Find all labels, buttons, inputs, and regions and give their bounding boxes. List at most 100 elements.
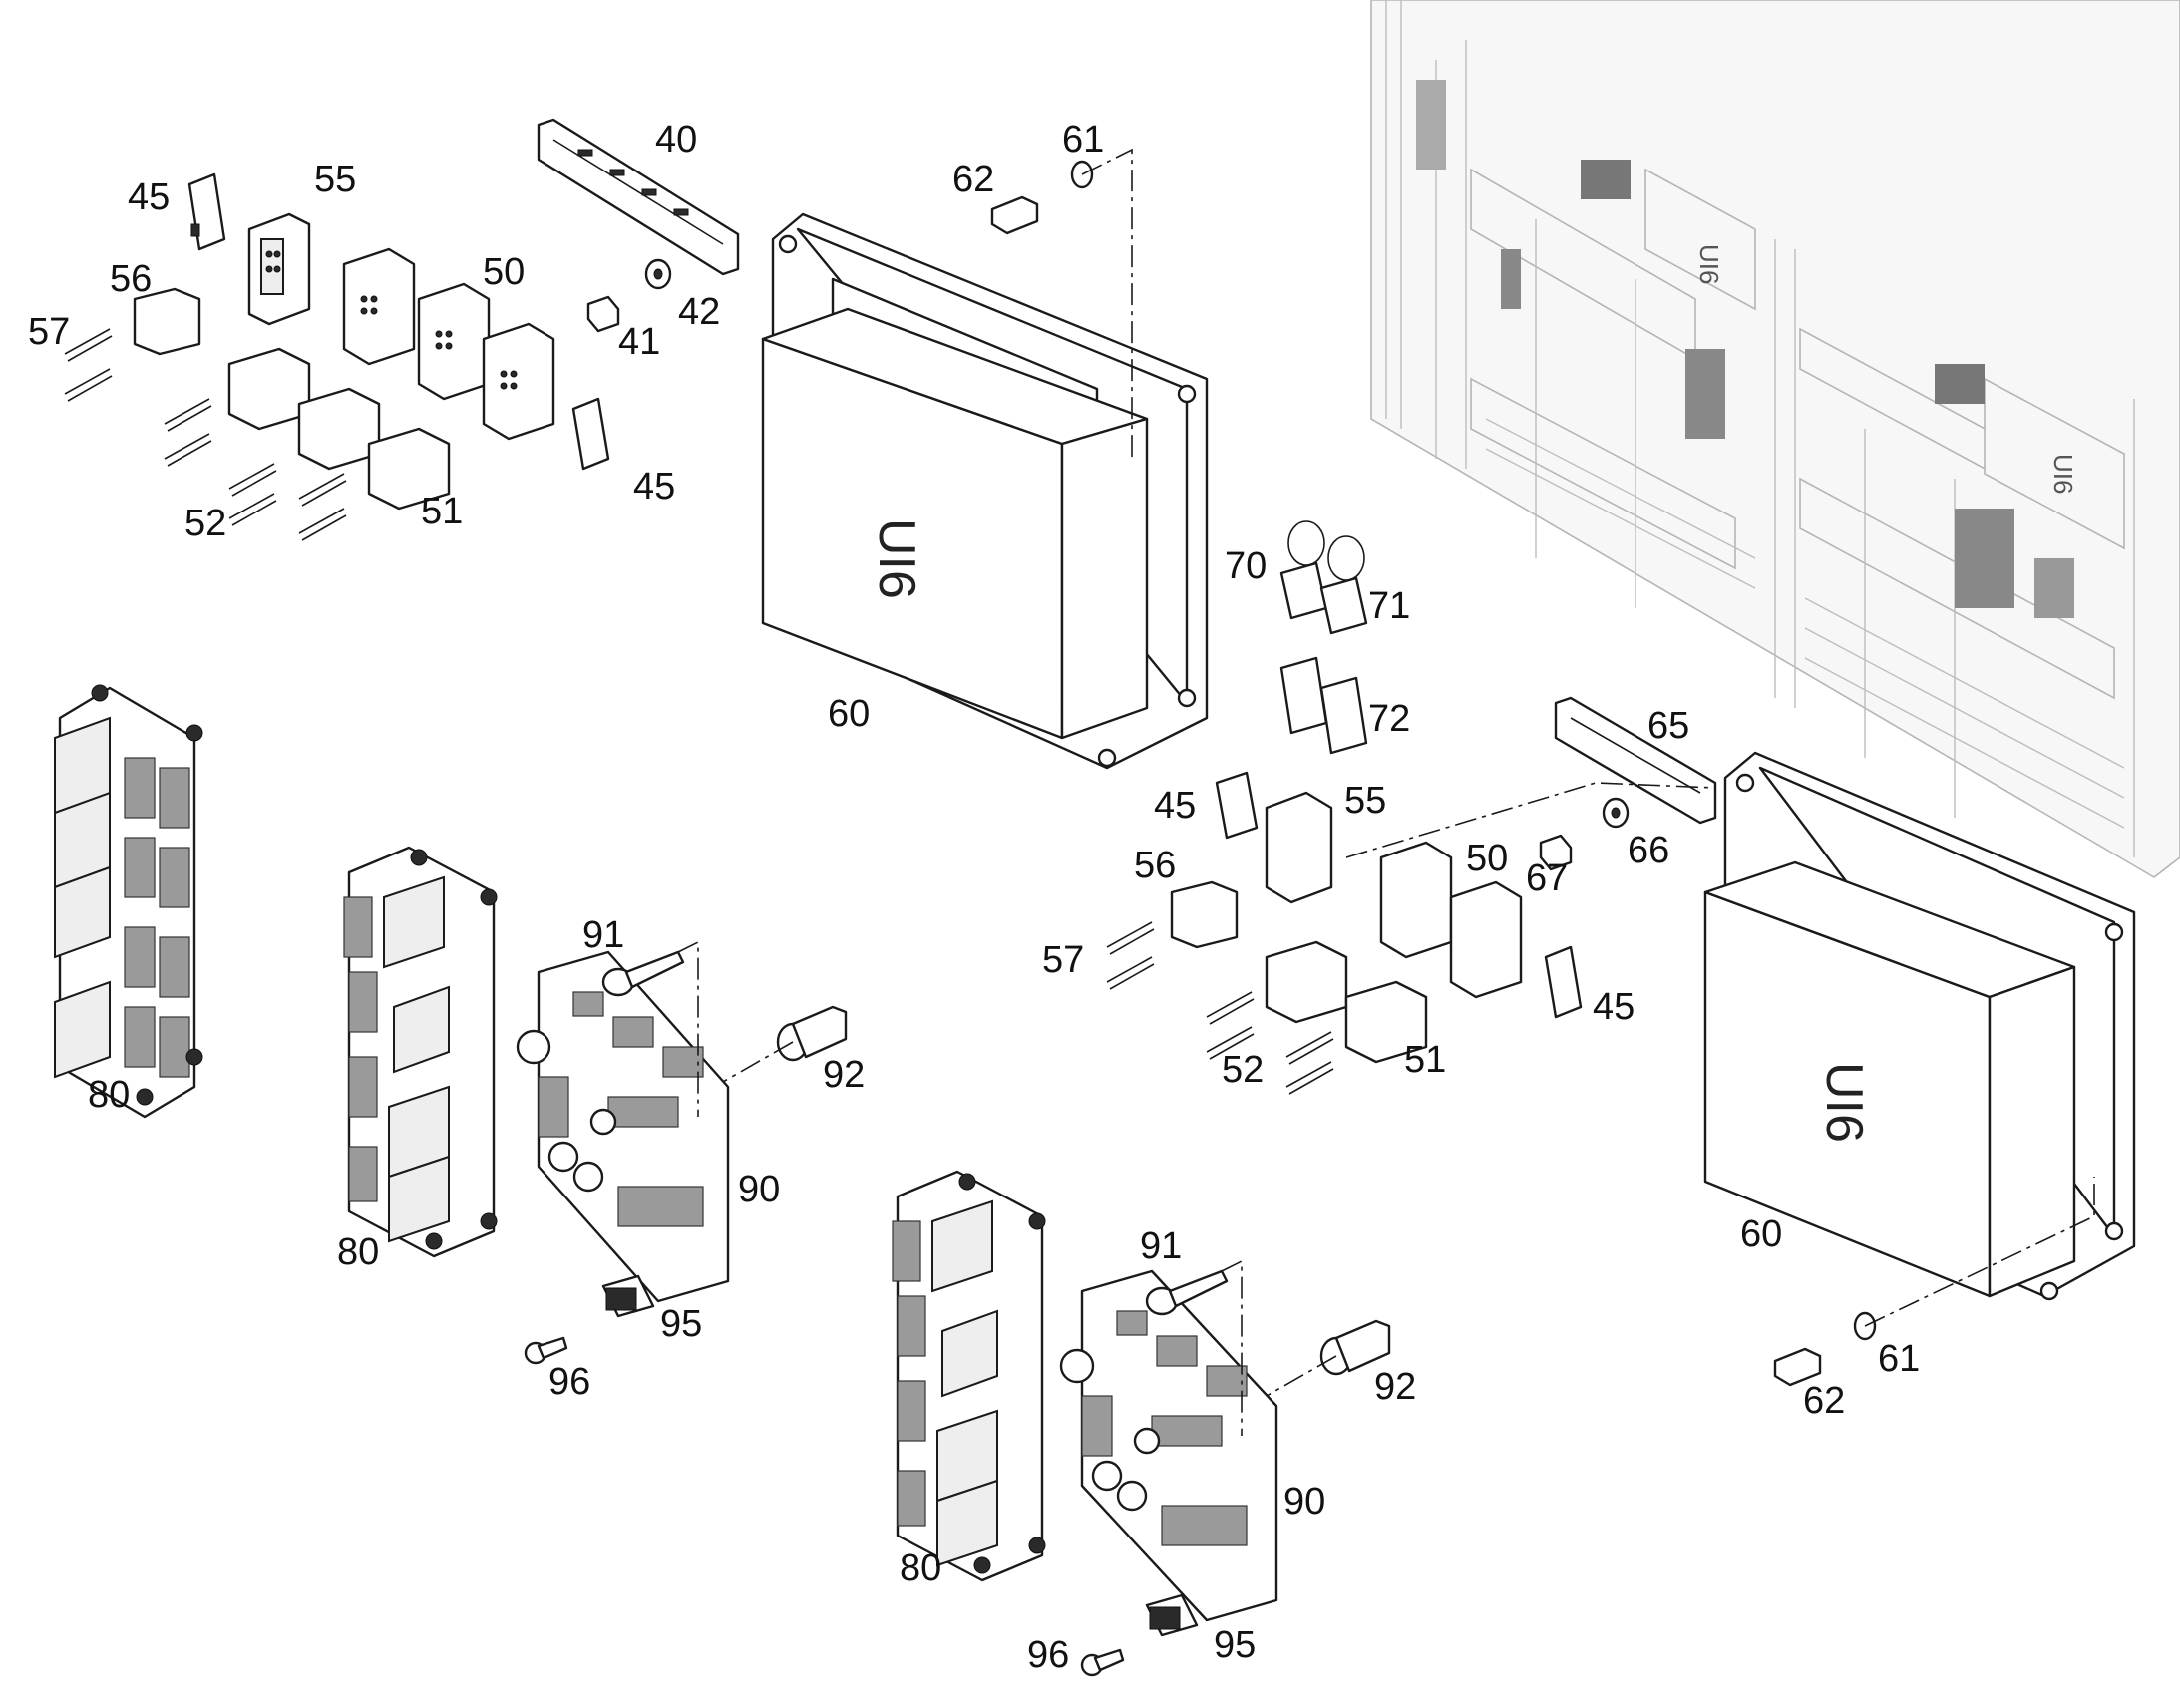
callout-66: 66 [1628,830,1669,871]
callout-52: 52 [1222,1049,1264,1091]
callout-62: 62 [952,159,994,200]
callout-55: 55 [314,159,356,200]
callout-50: 50 [483,251,525,293]
callout-41: 41 [618,321,660,363]
end-clamp-45a [187,172,226,251]
connector-95b [1145,1593,1199,1637]
callout-57: 57 [28,311,70,353]
plug-70 [1279,520,1328,620]
callout-45: 45 [1593,986,1635,1028]
relay-51a [367,427,451,511]
connector-95a [601,1274,655,1318]
screw-91a [601,950,685,997]
assembly-line-91b [1221,1259,1243,1436]
callout-50: 50 [1466,838,1508,879]
socket-72 [1279,656,1368,755]
callout-96: 96 [1027,1634,1069,1676]
assembly-line-91a [677,940,699,1117]
callout-90: 90 [1283,1481,1325,1523]
washer-42 [644,258,672,290]
screw-62b [1773,1347,1822,1387]
screw-41 [586,295,620,333]
washer-66 [1602,797,1630,829]
cabinet-relay [1581,160,1631,199]
relay-52b [1265,940,1348,1024]
callout-52: 52 [184,503,226,544]
assembly-line-65 [1345,782,1716,858]
enclosure-60b: UI6 [1703,751,2136,1301]
callout-90: 90 [738,1169,780,1210]
plug-71 [1319,535,1368,635]
assembly-line-92a [722,1041,794,1083]
callout-70: 70 [1225,545,1267,587]
callout-65: 65 [1647,705,1689,747]
callout-40: 40 [655,119,697,161]
callout-labels: 40 45 55 56 57 50 41 42 45 52 51 61 62 6… [28,119,1920,1676]
callout-55: 55 [1344,780,1386,822]
cabinet-background-view: UI6 UI6 [1370,0,2180,878]
svg-text:UI6: UI6 [1694,244,1724,284]
callout-56: 56 [110,258,152,300]
callout-91: 91 [1140,1225,1182,1267]
callout-80: 80 [900,1547,941,1589]
callout-45: 45 [128,176,170,218]
standoff-92a [776,1005,848,1062]
jumper-wires-57a [64,328,347,541]
circuit-board-90a [516,950,730,1303]
din-rail-65 [1554,696,1717,825]
callout-95: 95 [1214,1624,1256,1666]
screw-96a [524,1336,568,1365]
relay-socket-50a [342,247,555,441]
callout-51: 51 [421,491,463,532]
callout-91: 91 [582,914,624,956]
screw-91b [1145,1269,1229,1316]
standoff-92b [1319,1319,1391,1376]
end-clamp-45d [1544,945,1583,1019]
callout-92: 92 [823,1054,865,1096]
io-module-80c [892,1170,1046,1582]
callout-72: 72 [1368,698,1410,740]
relay-socket-55a [247,212,311,326]
relay-socket-55b [1265,791,1333,904]
callout-56: 56 [1134,845,1176,886]
callout-51: 51 [1404,1039,1446,1081]
brand-label-60b: UI6 [1815,1062,1873,1143]
relay-socket-50b [1379,841,1523,999]
relay-52a [227,347,381,471]
callout-95: 95 [660,1303,702,1345]
callout-96: 96 [548,1361,590,1403]
callout-60: 60 [828,693,870,735]
callout-80: 80 [337,1231,379,1273]
callout-92: 92 [1374,1366,1416,1408]
brand-label-60a: UI6 [868,518,925,599]
callout-61: 61 [1878,1338,1920,1380]
jumper-wires-57b [1106,921,1334,1095]
screw-62a [990,195,1039,235]
assembly-line-60a [1081,148,1133,459]
end-clamp-45b [571,397,610,471]
relay-51b [1344,980,1428,1064]
callout-61: 61 [1062,119,1104,161]
enclosure-60a: UI6 [761,212,1209,770]
callout-45: 45 [1154,785,1196,827]
end-clamp-45c [1215,771,1259,840]
svg-text:UI6: UI6 [2048,454,2078,494]
callout-62: 62 [1803,1380,1845,1422]
relay-56b [1170,880,1239,949]
assembly-line-92b [1266,1355,1337,1397]
io-module-80b [343,846,498,1258]
assembly-line-60b [1864,1177,2095,1327]
relay-56a [133,287,201,356]
screw-96b [1080,1648,1125,1677]
screw-67 [1539,834,1573,871]
callout-42: 42 [678,291,720,333]
callout-71: 71 [1368,585,1410,627]
callout-80: 80 [88,1074,130,1116]
circuit-board-90b [1059,1269,1278,1622]
callout-60: 60 [1740,1213,1782,1255]
callout-45: 45 [633,466,675,508]
io-module-80a [54,684,203,1119]
din-rail-40 [537,118,740,276]
